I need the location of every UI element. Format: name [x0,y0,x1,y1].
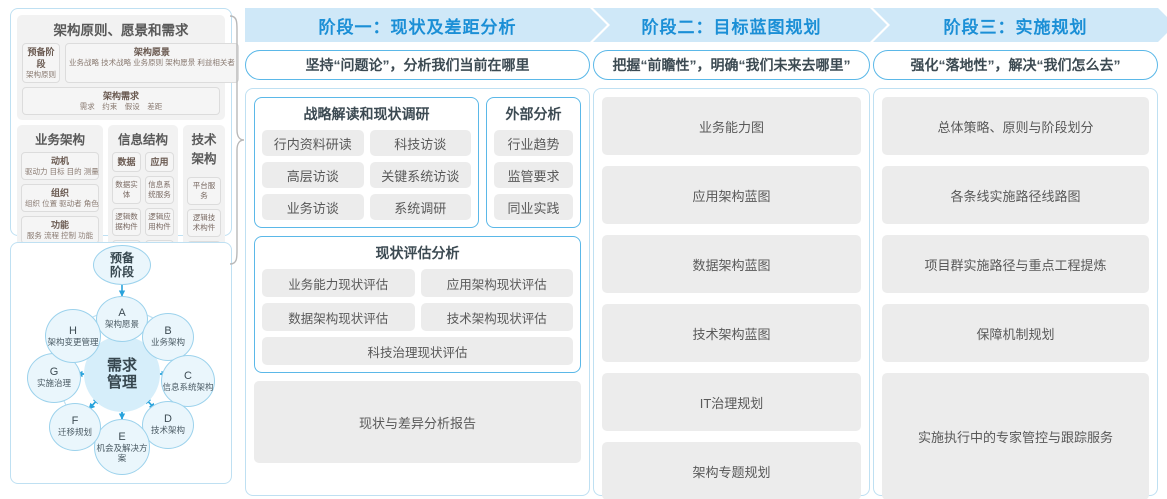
chip-item[interactable]: 高层访谈 [262,162,364,188]
phase-1: 阶段一：现状及差距分析 坚持“问题论”，分析我们当前在哪里 战略解读和现状调研 … [245,8,607,496]
adm-node-f: F 迁移规划 [49,403,101,451]
motivation-cell: 动机 驱动力 目标 目的 测量 [21,152,99,180]
phase-1-body: 战略解读和现状调研 行内资料研读 科技访谈 高层访谈 关键系统访谈 业务访谈 系… [245,88,590,496]
framework-title: 架构原则、愿景和需求 [53,23,189,38]
function-cell: 功能 服务 流程 控制 功能 [21,216,99,244]
adm-node-e: E 机会及解决方案 [94,419,150,475]
architecture-principles-group: 架构原则、愿景和需求 预备阶段 架构原则 架构愿景 业务战略 技术战略 业务原则… [17,15,239,120]
adm-node-b: B 业务架构 [142,313,194,361]
chip-item[interactable]: 系统调研 [369,194,471,220]
chip-item[interactable]: 数据架构现状评估 [262,303,415,331]
chevron-right-icon [870,8,887,42]
adm-diagram: 预备 阶段 需求 管理 A 架构愿景 B 业务架构 C 信息系统架构 [11,243,231,483]
phase-1-header: 阶段一：现状及差距分析 [245,8,607,42]
chip-item[interactable]: 应用架构现状评估 [420,269,573,297]
phase-3: 阶段三：实施规划 强化“落地性”，解决“我们怎么去” 总体策略、原则与阶段划分 … [873,8,1167,499]
togaf-content-framework-card: 架构原则、愿景和需求 预备阶段 架构原则 架构愿景 业务战略 技术战略 业务原则… [10,8,239,327]
chip-item[interactable]: 各条线实施路径线路图 [882,166,1149,224]
left-panel: 架构原则、愿景和需求 预备阶段 架构原则 架构愿景 业务战略 技术战略 业务原则… [10,8,239,492]
phase-2-subtitle: 把握“前瞻性”，明确“我们未来去哪里” [593,50,870,80]
adm-node-a: A 架构愿景 [96,296,148,342]
chip-item[interactable]: 应用架构蓝图 [602,166,861,224]
adm-node-d: D 技术架构 [142,401,194,449]
strategy-research-box: 战略解读和现状调研 行内资料研读 科技访谈 高层访谈 关键系统访谈 业务访谈 系… [254,97,479,228]
chip-item[interactable]: 同业实践 [494,194,573,220]
chip-item[interactable]: IT治理规划 [602,373,861,431]
prep-phase-cell: 预备阶段 架构原则 [22,43,60,83]
phase-1-subtitle: 坚持“问题论”，分析我们当前在哪里 [245,50,590,80]
adm-cycle-card: 预备 阶段 需求 管理 A 架构愿景 B 业务架构 C 信息系统架构 [10,242,232,484]
adm-node-c: C 信息系统架构 [161,355,215,407]
chip-item[interactable]: 业务能力现状评估 [262,269,415,297]
adm-node-prep: 预备 阶段 [93,245,151,285]
phase-1-group-1: 战略解读和现状调研 行内资料研读 科技访谈 高层访谈 关键系统访谈 业务访谈 系… [254,97,581,228]
external-analysis-box: 外部分析 行业趋势 监管要求 同业实践 [486,97,581,228]
organization-cell: 组织 组织 位置 驱动者 角色 [21,184,99,212]
chevron-right-icon [590,8,607,42]
phase-1-header-label: 阶段一：现状及差距分析 [318,17,517,37]
chip-item[interactable]: 行内资料研读 [262,130,364,156]
current-state-assessment-box: 现状评估分析 业务能力现状评估 应用架构现状评估 数据架构现状评估 技术架构现状… [254,236,581,373]
chip-item[interactable]: 业务访谈 [262,194,364,220]
architecture-vision-cell: 架构愿景 业务战略 技术战略 业务原则 架构愿景 利益相关者 [65,43,239,83]
phase-2-header: 阶段二：目标蓝图规划 [593,8,887,42]
chip-item[interactable]: 保障机制规划 [882,304,1149,362]
chip-item[interactable]: 技术架构蓝图 [602,304,861,362]
phase-3-body: 总体策略、原则与阶段划分 各条线实施路径线路图 项目群实施路径与重点工程提炼 保… [873,88,1158,499]
chip-item[interactable]: 架构专题规划 [602,442,861,499]
chip-item[interactable]: 关键系统访谈 [369,162,471,188]
chip-item[interactable]: 总体策略、原则与阶段划分 [882,97,1149,155]
adm-node-h: H 架构变更管理 [45,309,101,363]
connector-bracket [228,14,246,266]
chip-item[interactable]: 科技访谈 [369,130,471,156]
chip-item[interactable]: 项目群实施路径与重点工程提炼 [882,235,1149,293]
phase-3-header: 阶段三：实施规划 [873,8,1167,42]
phase-2: 阶段二：目标蓝图规划 把握“前瞻性”，明确“我们未来去哪里” 业务能力图 应用架… [593,8,887,499]
chip-item[interactable]: 监管要求 [494,162,573,188]
chip-item[interactable]: 实施执行中的专家管控与跟踪服务 [882,373,1149,499]
architecture-requirements-cell: 架构需求 需求 约束 假设 差距 [22,87,220,115]
chip-item[interactable]: 数据架构蓝图 [602,235,861,293]
chevron-right-icon [1158,8,1167,42]
phase-2-header-label: 阶段二：目标蓝图规划 [641,17,822,37]
chip-item[interactable]: 行业趋势 [494,130,573,156]
phase-3-header-label: 阶段三：实施规划 [943,17,1088,37]
phase-3-subtitle: 强化“落地性”，解决“我们怎么去” [873,50,1158,80]
chip-item[interactable]: 业务能力图 [602,97,861,155]
chip-item[interactable]: 科技治理现状评估 [262,337,573,365]
chip-item[interactable]: 技术架构现状评估 [420,303,573,331]
gap-analysis-report-chip[interactable]: 现状与差异分析报告 [254,381,581,463]
phase-2-body: 业务能力图 应用架构蓝图 数据架构蓝图 技术架构蓝图 IT治理规划 架构专题规划 [593,88,870,499]
